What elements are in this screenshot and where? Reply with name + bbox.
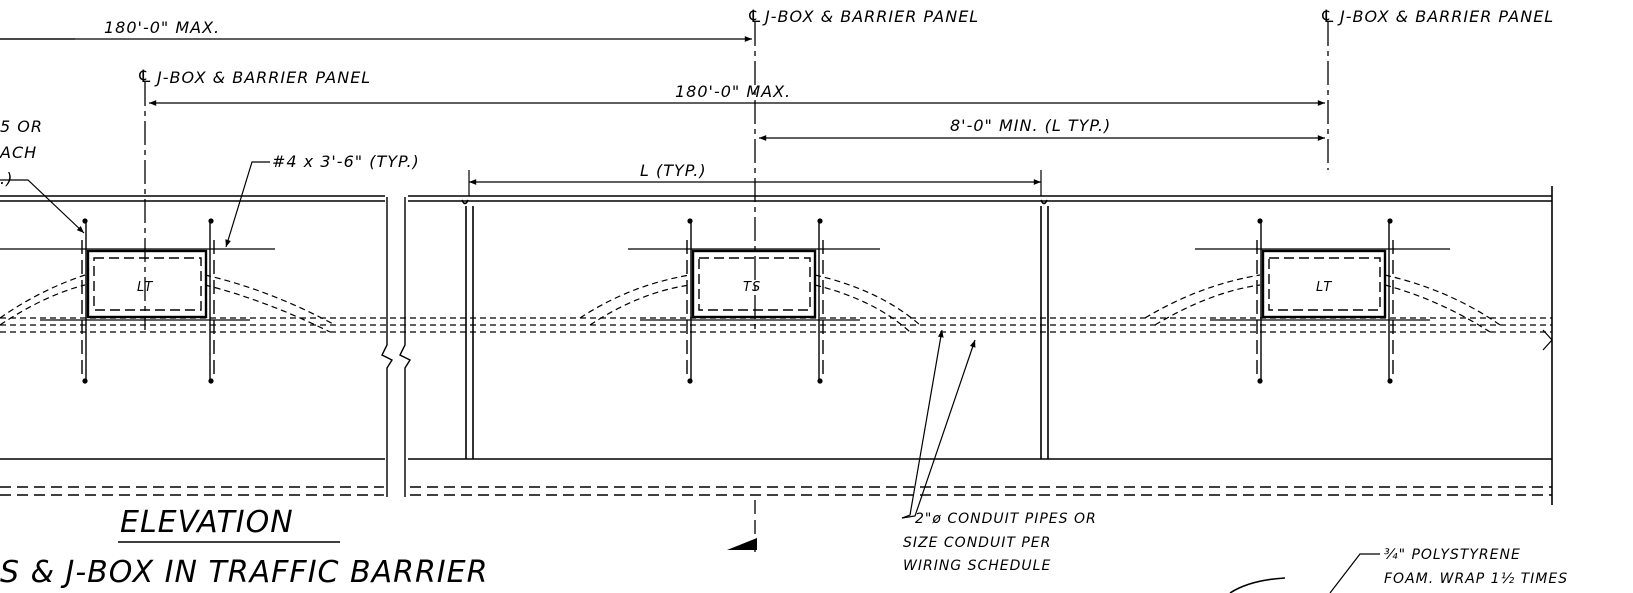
conduit-note-line-1: 2"ø CONDUIT PIPES OR — [915, 511, 1097, 527]
rebar-label: #4 x 3'-6" (TYP.) — [272, 152, 420, 171]
elevation-title: ELEVATION — [120, 505, 294, 540]
foam-note-line-2: FOAM. WRAP 1½ TIMES — [1384, 571, 1568, 587]
centerline-label-left: J-BOX & BARRIER PANEL — [154, 68, 371, 87]
dim-label-max-mid: 180'-0" MAX. — [675, 82, 791, 101]
dim-label-l-typ: L (TYP.) — [640, 161, 707, 180]
conduit-bends — [0, 274, 1501, 333]
centerline-label-center: J-BOX & BARRIER PANEL — [762, 7, 979, 26]
barrier-outline — [0, 186, 1553, 505]
box-label: TS — [743, 280, 761, 295]
box-label: LT — [1316, 280, 1332, 295]
centerline-symbol: ℄ — [1320, 7, 1336, 27]
break-line — [381, 197, 412, 497]
conduit-note-line-2: SIZE CONDUIT PER — [903, 535, 1051, 551]
foam-note-line-1: ¾" POLYSTYRENE — [1384, 547, 1521, 563]
junction-box-lt-left: LT — [0, 218, 275, 384]
conduit-note-line-3: WIRING SCHEDULE — [903, 558, 1051, 574]
junction-box-ts: TS — [628, 218, 880, 384]
footing-dashed-lines — [0, 486, 1552, 496]
dim-label-min: 8'-0" MIN. (L TYP.) — [950, 116, 1111, 135]
dimension-lines — [0, 36, 1326, 196]
left-note-line-3: .) — [0, 169, 13, 188]
left-note-line-1: 5 OR — [0, 117, 43, 136]
centerline-symbol: ℄ — [747, 7, 763, 27]
dim-label-max-top: 180'-0" MAX. — [104, 18, 220, 37]
centerlines — [144, 22, 1329, 330]
left-note-line-2: ACH — [0, 143, 37, 162]
leaders — [0, 161, 1380, 593]
drawing-subtitle: S & J-BOX IN TRAFFIC BARRIER — [0, 555, 488, 590]
junction-box-lt-right: LT — [1195, 218, 1450, 384]
centerline-symbol: ℄ — [137, 67, 153, 87]
section-arrow — [727, 538, 757, 550]
centerline-label-right: J-BOX & BARRIER PANEL — [1337, 7, 1554, 26]
partial-detail-arc — [1229, 577, 1286, 593]
